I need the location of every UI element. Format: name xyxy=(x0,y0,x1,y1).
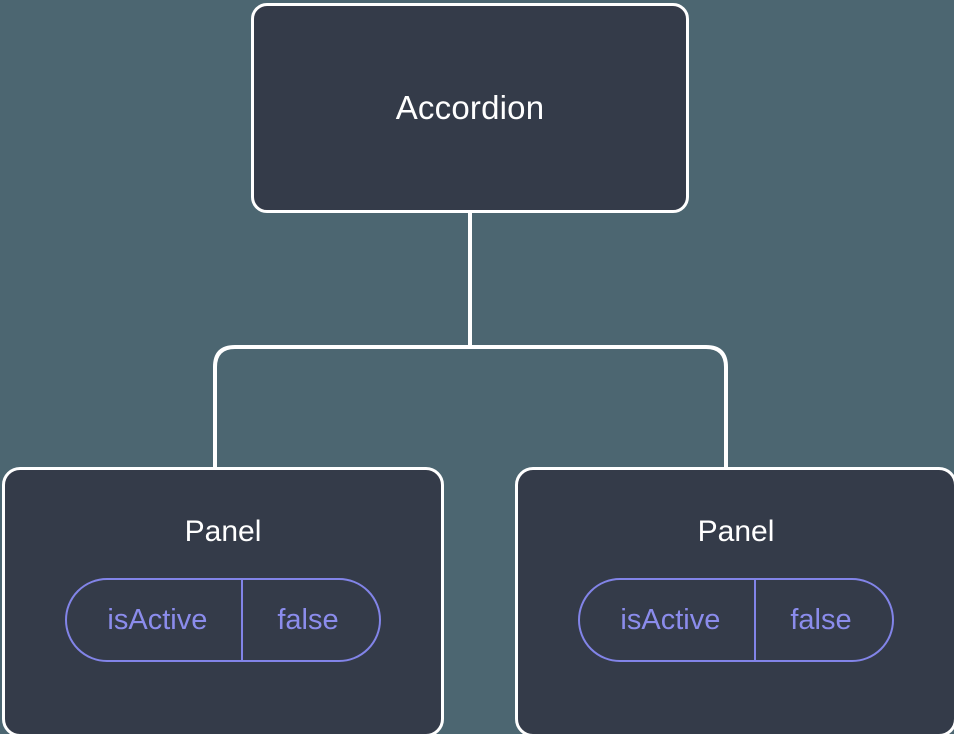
state-divider-right xyxy=(754,580,757,660)
state-badge-right[interactable]: isActive false xyxy=(578,578,894,662)
state-key-left: isActive xyxy=(107,603,208,636)
node-accordion[interactable]: Accordion xyxy=(251,3,689,213)
node-panel-right[interactable]: Panel isActive false xyxy=(515,467,954,734)
node-accordion-label: Accordion xyxy=(395,88,545,126)
node-panel-left[interactable]: Panel isActive false xyxy=(2,467,444,734)
state-badge-left[interactable]: isActive false xyxy=(65,578,381,662)
state-value-right: false xyxy=(790,603,852,636)
node-panel-left-label: Panel xyxy=(184,515,262,548)
node-panel-right-label: Panel xyxy=(697,515,775,548)
state-key-right: isActive xyxy=(620,603,721,636)
state-value-left: false xyxy=(277,603,339,636)
state-divider-left xyxy=(241,580,244,660)
connector-branch-right xyxy=(470,345,728,470)
connector-branch-left xyxy=(213,345,470,470)
